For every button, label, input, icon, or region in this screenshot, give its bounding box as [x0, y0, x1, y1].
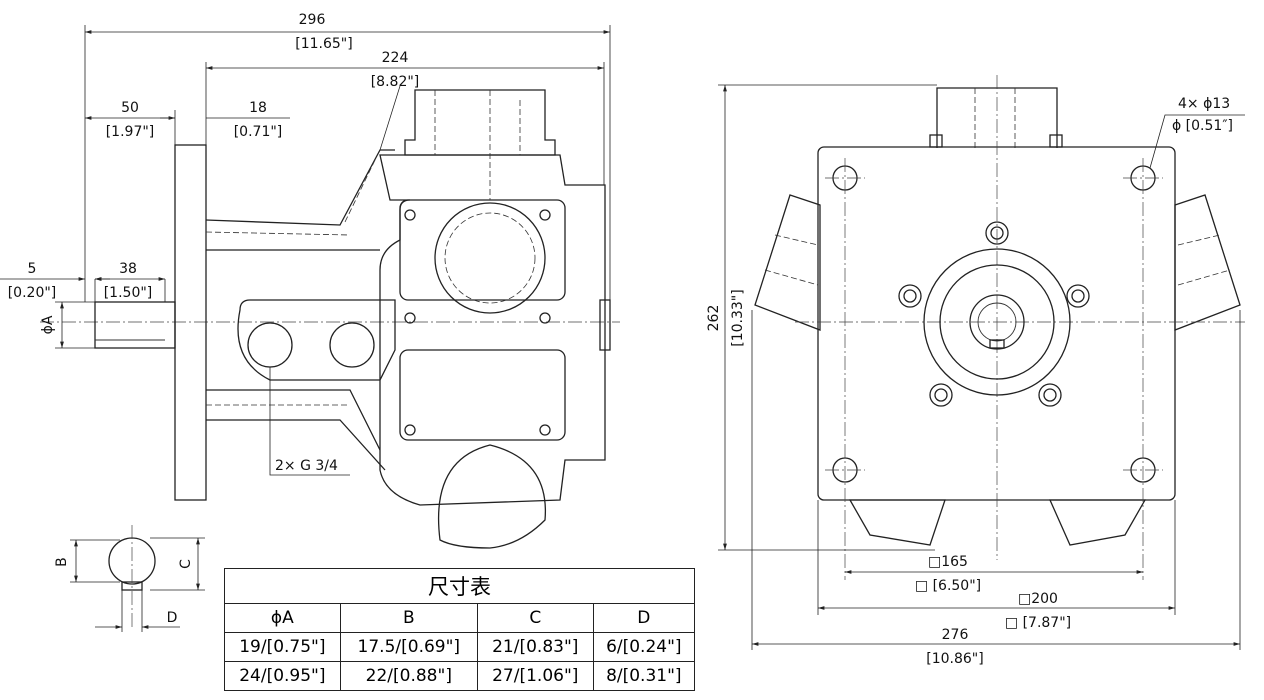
dim-flange-position-in: [1.97"]: [106, 124, 155, 140]
cylinder-head-lower: [437, 444, 547, 549]
dim-flange-thickness: 18: [249, 100, 267, 116]
ports-label: 2× G 3/4: [275, 458, 338, 474]
holes-callout-in: ϕ [0.51″]: [1172, 118, 1233, 134]
dim-flange-square: □200: [1018, 591, 1058, 607]
dim-key-length-in: [1.50"]: [104, 285, 153, 301]
port-1: [247, 322, 293, 368]
dim-height-in: [10.33"]: [730, 289, 746, 346]
dim-width: 276: [942, 627, 969, 643]
shaft: [94, 301, 176, 349]
header-c: C: [476, 603, 594, 633]
dim-bolt-square: □165: [928, 554, 968, 570]
front-view: 4× ϕ13 ϕ [0.51″] 262 [10.33"] □165 □ [6.…: [706, 75, 1245, 667]
dim-bolt-square-in: □ [6.50"]: [915, 578, 981, 594]
cell: 8/[0.31"]: [592, 661, 696, 691]
cell: 24/[0.95"]: [224, 661, 341, 691]
cell: 27/[1.06"]: [476, 661, 594, 691]
cell: 17.5/[0.69"]: [339, 632, 478, 662]
dim-body-length-in: [8.82"]: [371, 74, 420, 90]
cylinder-head-upper: [434, 202, 546, 314]
holes-callout: 4× ϕ13: [1178, 96, 1230, 112]
table-row: 19/[0.75"] 17.5/[0.69"] 21/[0.83"] 6/[0.…: [224, 632, 696, 662]
cell: 19/[0.75"]: [224, 632, 341, 662]
dim-flange-position: 50: [121, 100, 139, 116]
port-2: [329, 322, 375, 368]
dim-shaft-diameter: ϕA: [40, 315, 56, 334]
header-d: D: [592, 603, 696, 633]
header-a: ϕA: [224, 603, 341, 633]
cell: 21/[0.83"]: [476, 632, 594, 662]
dim-shoulder: 5: [28, 261, 37, 277]
dim-c: C: [178, 559, 194, 569]
dim-overall-length-in: [11.65"]: [295, 36, 352, 52]
cell: 22/[0.88"]: [339, 661, 478, 691]
dim-height: 262: [706, 305, 722, 332]
mounting-flange: [174, 144, 207, 501]
table-title: 尺寸表: [224, 568, 695, 604]
cell: 6/[0.24"]: [592, 632, 696, 662]
header-b: B: [339, 603, 478, 633]
dim-body-length: 224: [382, 50, 409, 66]
dimension-table: 尺寸表 ϕA B C D 19/[0.75"] 17.5/[0.69"] 21/…: [224, 568, 696, 691]
dim-d: D: [167, 610, 178, 626]
dim-shoulder-in: [0.20"]: [8, 285, 57, 301]
top-cylinder: [404, 89, 556, 156]
shaft-section: B C D: [54, 525, 205, 632]
table-row: 24/[0.95"] 22/[0.88"] 27/[1.06"] 8/[0.31…: [224, 661, 696, 691]
dim-key-length: 38: [119, 261, 137, 277]
dim-b: B: [54, 557, 70, 567]
dim-flange-square-in: □ [7.87"]: [1005, 615, 1071, 631]
dim-flange-thickness-in: [0.71"]: [234, 124, 283, 140]
mounting-plate: [817, 146, 1176, 501]
table-header-row: ϕA B C D: [224, 603, 696, 633]
dim-width-in: [10.86"]: [926, 651, 983, 667]
dim-overall-length: 296: [299, 12, 326, 28]
side-view: 296 [11.65"] 224 [8.82"] 50 [1.97"] 18 […: [0, 12, 620, 549]
